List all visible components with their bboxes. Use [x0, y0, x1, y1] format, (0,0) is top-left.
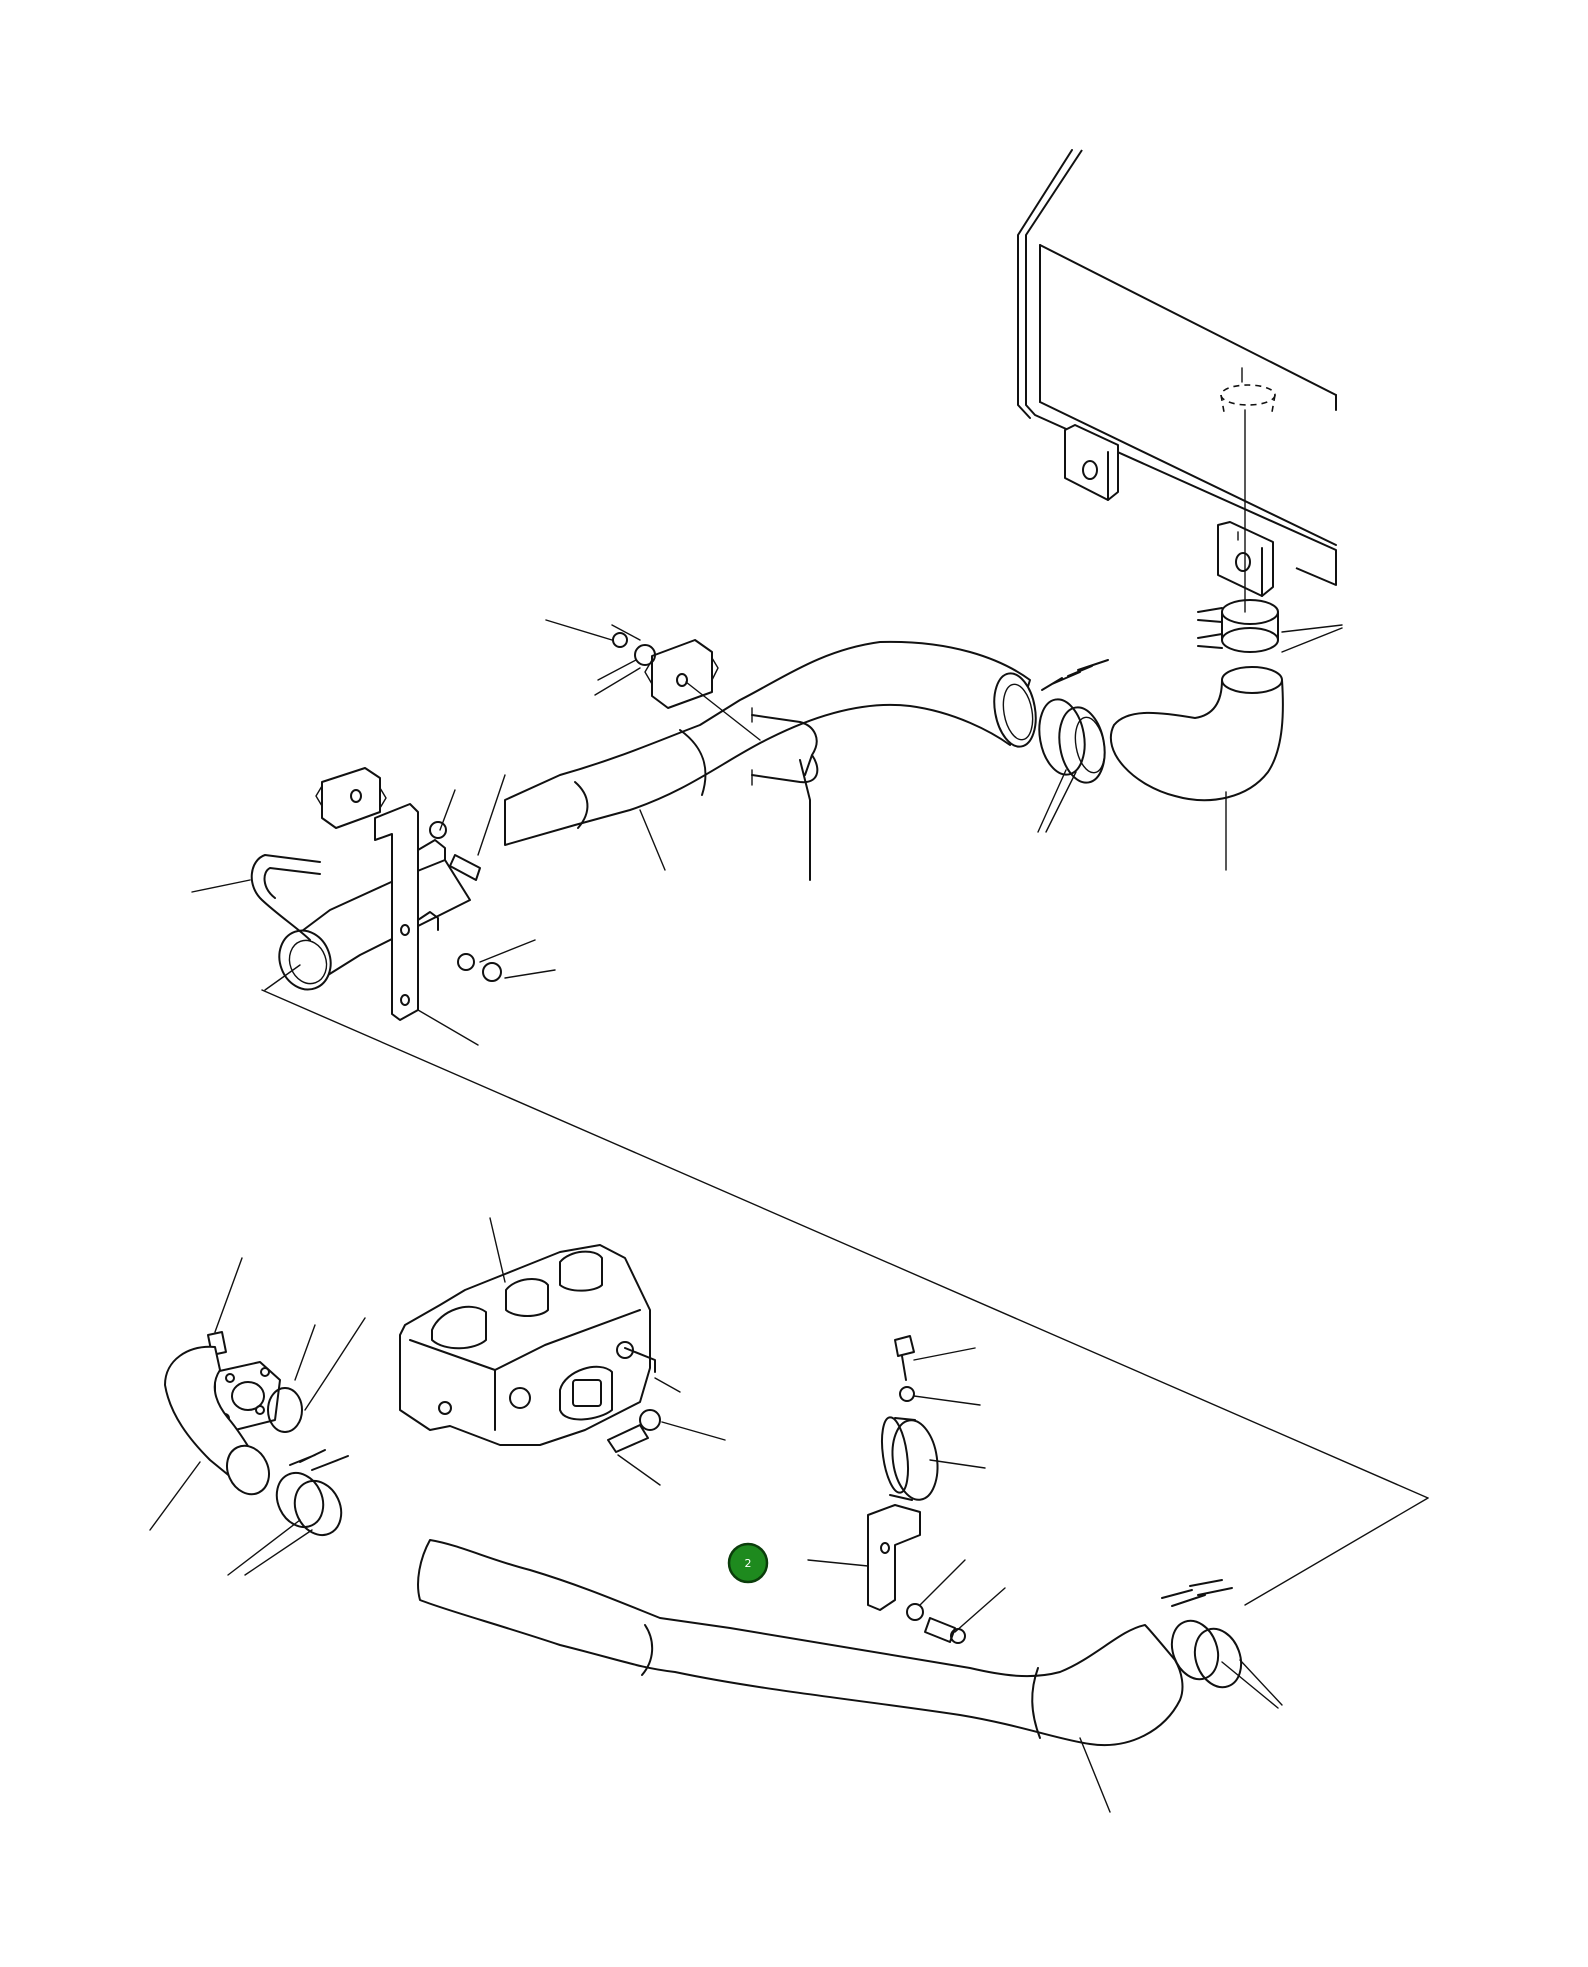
callout-badge-2[interactable]: 2: [727, 1542, 769, 1584]
callout-badge-label: 2: [745, 1557, 752, 1570]
leader-lines: [261, 989, 1429, 1606]
hydraulic-tank: [1017, 149, 1337, 613]
upper-hose-assembly: [191, 599, 1343, 1046]
lower-hose-assembly: [149, 1217, 1283, 1813]
